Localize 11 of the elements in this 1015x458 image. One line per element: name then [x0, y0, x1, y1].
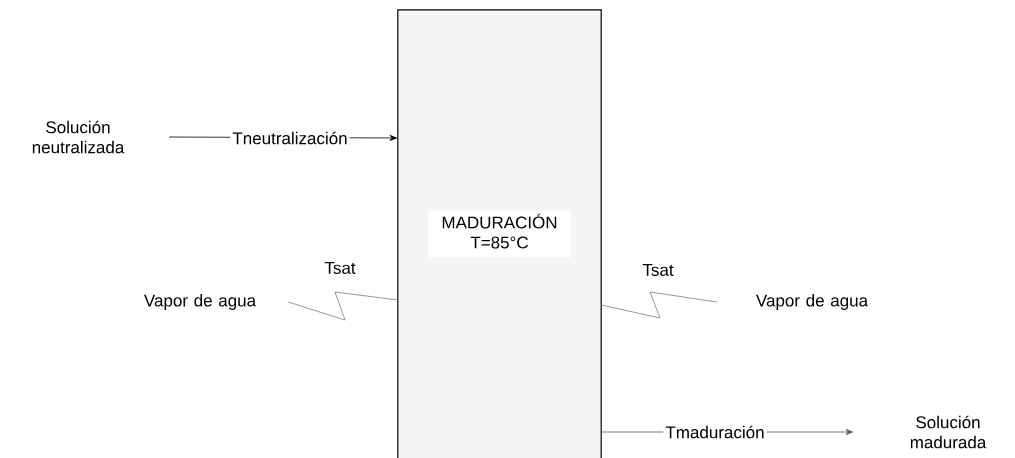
edge-label: Tmaduración [665, 425, 764, 439]
process-box: MADURACIÓN T=85°C [397, 9, 602, 458]
stream-label: Vapor de agua [144, 294, 257, 310]
zigzag-line [287, 291, 399, 321]
stream-label: Solución madurada [910, 415, 987, 449]
edge-label: Tsat [324, 262, 356, 274]
stream-label: Solución neutralizada [32, 120, 125, 154]
edge-label: Tsat [642, 264, 674, 276]
stream-label: Vapor de agua [756, 294, 869, 310]
zigzag-line [600, 291, 718, 319]
edge-label: Tneutralización [232, 131, 347, 145]
